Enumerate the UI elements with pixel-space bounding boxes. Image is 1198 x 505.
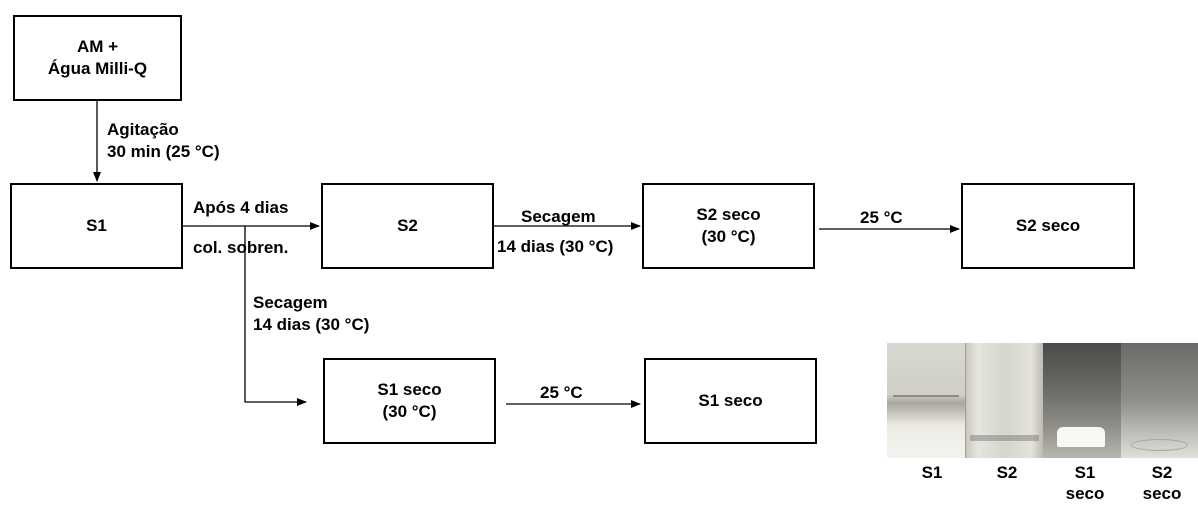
edge-label-temp-s1: 25 °C: [540, 382, 583, 404]
edge-label-temp-s2: 25 °C: [860, 207, 903, 229]
edge-label-secagem-s2: Secagem: [521, 206, 596, 228]
vial-s1: [887, 343, 965, 458]
vial-s2-seco: [1121, 343, 1198, 458]
edge-label-dias-s2: 14 dias (30 °C): [497, 236, 613, 258]
photo-label-s1: S1: [893, 462, 971, 483]
photo-label-s2: S2: [968, 462, 1046, 483]
vial-s2: [965, 343, 1044, 458]
edge-label-col-sobren: col. sobren.: [193, 237, 288, 259]
photo-label-s1-seco: S1 seco: [1046, 462, 1124, 504]
photo-label-s2-seco: S2 seco: [1123, 462, 1198, 504]
edge-label-secagem-s1: Secagem 14 dias (30 °C): [253, 292, 369, 336]
vial-s1-seco: [1043, 343, 1121, 458]
vials-photo: [887, 343, 1198, 458]
edge-label-apos: Após 4 dias: [193, 197, 288, 219]
edge-label-agitacao: Agitação 30 min (25 °C): [107, 119, 220, 163]
